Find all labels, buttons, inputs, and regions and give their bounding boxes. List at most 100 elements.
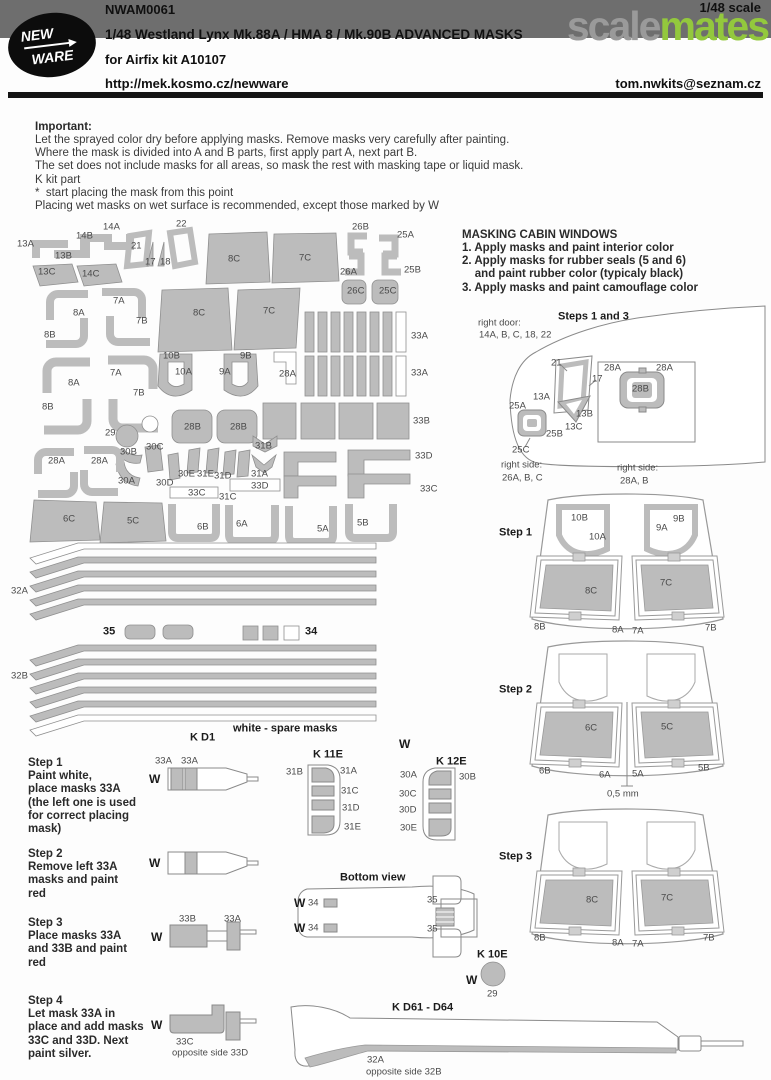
part-label: 8B	[44, 329, 56, 341]
part-label: 0,5 mm	[607, 788, 639, 800]
watermark-green: mates	[659, 3, 770, 49]
part-label: 28A	[279, 368, 296, 380]
part-label: 30B	[120, 446, 137, 458]
scale-tag: 1/48 scale	[699, 0, 761, 15]
part-label: W	[466, 973, 478, 987]
part-label: 7B	[705, 622, 717, 634]
part-label: 6B	[197, 521, 209, 533]
part-label: 25A	[397, 229, 414, 241]
part-label: W	[399, 737, 411, 751]
part-label: 9B	[673, 513, 685, 525]
part-label: 26A	[340, 266, 357, 278]
part-label: 34	[308, 922, 319, 934]
part-label: 7A	[632, 938, 644, 950]
part-label: 5C	[127, 515, 140, 527]
part-label: 8B	[534, 932, 546, 944]
part-label: 10A	[175, 366, 192, 378]
part-label: 7C	[263, 305, 276, 317]
part-label: W	[294, 896, 306, 910]
part-label: 7A	[110, 367, 122, 379]
part-label: 6B	[539, 765, 551, 777]
part-label: 33A	[155, 755, 172, 767]
part-label: right side:	[617, 462, 659, 474]
part-label: right side:	[501, 459, 543, 471]
part-label: 31A	[251, 468, 268, 480]
part-label: 30B	[459, 771, 476, 783]
part-label: 28A, B	[620, 475, 649, 487]
part-label: 28B	[632, 383, 649, 395]
part-label: 7B	[136, 315, 148, 327]
part-label: W	[294, 921, 306, 935]
watermark-gray: scale	[566, 3, 662, 49]
part-label: 8C	[585, 585, 598, 597]
part-label: 10B	[163, 350, 180, 362]
part-label: 14C	[82, 268, 100, 280]
part-label: 7C	[660, 577, 673, 589]
part-label: 30A	[118, 475, 135, 487]
part-label: 8B	[534, 621, 546, 633]
part-label: 25A	[509, 400, 526, 412]
part-label: 32A	[11, 585, 28, 597]
part-label: 33A	[411, 367, 428, 379]
part-label: 25C	[512, 444, 530, 456]
part-label: 31C	[219, 491, 237, 503]
part-label: 8C	[193, 307, 206, 319]
part-label: 29	[105, 427, 116, 439]
part-label: 8B	[42, 401, 54, 413]
contact-email: tom.nwkits@seznam.cz	[615, 76, 761, 91]
part-label: 30C	[146, 441, 164, 453]
part-label: 25B	[404, 264, 421, 276]
part-label: 33C	[176, 1036, 194, 1048]
part-label: 35	[427, 894, 438, 906]
part-label: 28B	[230, 421, 247, 433]
part-label: 8A	[612, 937, 624, 949]
part-label: 35	[427, 923, 438, 935]
part-label: 17	[592, 373, 603, 385]
part-label: 6C	[585, 722, 598, 734]
part-label: 31D	[342, 802, 360, 814]
part-label: 33A	[224, 913, 241, 925]
part-label: 14A	[103, 221, 120, 233]
part-label: 28A	[604, 362, 621, 374]
part-label: 30E	[178, 468, 195, 480]
part-label: 34	[305, 625, 318, 638]
part-label: 17	[145, 256, 156, 268]
part-label: 33D	[251, 480, 269, 492]
part-label: 7C	[299, 252, 312, 264]
part-label: 30C	[399, 788, 417, 800]
part-label: 8A	[68, 377, 80, 389]
part-label: 30D	[399, 804, 417, 816]
part-label: 34	[308, 897, 319, 909]
part-label: K D1	[190, 731, 216, 744]
important-heading: Important:	[35, 121, 92, 133]
part-label: 33D	[415, 450, 433, 462]
part-label: Step 1	[499, 526, 533, 539]
part-label: opposite side 33D	[172, 1047, 249, 1059]
page-title: 1/48 Westland Lynx Mk.88A / HMA 8 / Mk.9…	[105, 27, 523, 42]
part-label: opposite side 32B	[366, 1066, 442, 1078]
part-label: 7A	[632, 625, 644, 637]
product-code: NWAM0061	[105, 2, 176, 17]
scalemates-watermark: scalemates	[566, 3, 770, 49]
part-label: 33B	[413, 415, 430, 427]
part-label: 35	[103, 625, 116, 638]
part-label: Steps 1 and 3	[558, 310, 629, 323]
part-label: 28B	[184, 421, 201, 433]
part-label: 7B	[133, 387, 145, 399]
part-label: 21	[131, 240, 142, 252]
part-label: W	[151, 930, 163, 944]
part-label: 28A	[91, 455, 108, 467]
part-label: 29	[487, 988, 498, 1000]
part-label: 13A	[17, 238, 34, 250]
part-label: 13A	[533, 391, 550, 403]
part-label: 31D	[214, 470, 232, 482]
part-label: 8A	[73, 307, 85, 319]
part-label: 8C	[228, 253, 241, 265]
part-label: 22	[176, 218, 187, 230]
part-label: Bottom view	[340, 871, 406, 884]
part-label: 5C	[661, 721, 674, 733]
part-label: K D61 - D64	[392, 1001, 454, 1014]
part-label: W	[151, 1018, 163, 1032]
